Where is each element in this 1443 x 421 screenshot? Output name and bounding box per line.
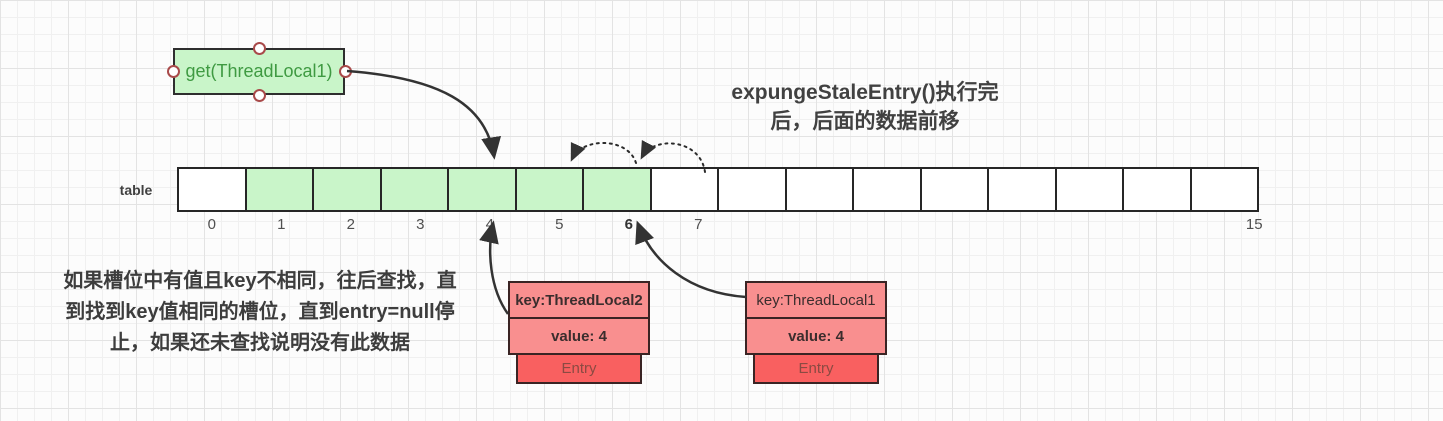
table-cell-5[interactable] <box>514 167 584 212</box>
note-search-rule-line3: 止，如果还未查找说明没有此数据 <box>110 332 410 354</box>
note-search-rule: 如果槽位中有值且key不相同，往后查找，直 到找到key值相同的槽位，直到ent… <box>30 266 490 359</box>
table-label: table <box>119 182 153 198</box>
cell-index-label-10 <box>872 216 942 233</box>
arrow-shift-6-to-5 <box>570 142 637 164</box>
cell-index-label-0: 0 <box>207 216 216 233</box>
table-cell-8[interactable] <box>717 167 787 212</box>
connector-dot-right[interactable] <box>338 65 352 78</box>
note-expunge-line2: 后，后面的数据前移 <box>770 110 960 133</box>
entry2-key-label: key:ThreadLocal2 <box>515 291 643 309</box>
table-cell-10[interactable] <box>852 167 922 212</box>
entry1-type-cell[interactable]: Entry <box>753 353 879 384</box>
entry2-type-cell[interactable]: Entry <box>516 353 642 384</box>
note-expunge-line1: expungeStaleEntry()执行完 <box>731 81 999 104</box>
arrow-entry2-to-cell4 <box>479 220 510 315</box>
get-threadlocal1-box[interactable]: get(ThreadLocal1) <box>173 48 345 95</box>
cell-index-label-7: 7 <box>694 216 703 233</box>
table-cell-12[interactable] <box>987 167 1057 212</box>
entry-box-threadlocal2[interactable]: key:ThreadLocal2 value: 4 Entry <box>508 281 650 384</box>
note-expunge: expungeStaleEntry()执行完 后，后面的数据前移 <box>640 78 1090 136</box>
cell-index-label-4: 4 <box>485 216 494 233</box>
connector-dot-top[interactable] <box>252 41 266 55</box>
table-cell-11[interactable] <box>919 167 989 212</box>
cell-index-label-1: 1 <box>277 216 286 233</box>
entry1-key-cell[interactable]: key:ThreadLocal1 <box>745 281 887 319</box>
table-cells <box>177 167 1259 212</box>
table-cell-6[interactable] <box>582 167 652 212</box>
table-cell-7[interactable] <box>649 167 719 212</box>
cell-index-label-3: 3 <box>416 216 425 233</box>
table-cell-3[interactable] <box>379 167 449 212</box>
table-cell-13[interactable] <box>1054 167 1124 212</box>
table-cell-1[interactable] <box>244 167 314 212</box>
cell-index-label-14 <box>1150 216 1220 233</box>
entry2-key-cell[interactable]: key:ThreadLocal2 <box>508 281 650 319</box>
cell-index-label-13 <box>1081 216 1151 233</box>
table-cell-15[interactable] <box>1189 167 1259 212</box>
arrow-get-to-cell4 <box>346 69 502 160</box>
cell-index-label-6: 6 <box>624 216 633 233</box>
cell-index-label-5: 5 <box>555 216 564 233</box>
get-box-label: get(ThreadLocal1) <box>185 61 333 81</box>
cell-index-label-12 <box>1011 216 1081 233</box>
arrow-entry1-to-cell6 <box>635 220 747 299</box>
cell-index-label-2: 2 <box>346 216 355 233</box>
table-cell-4[interactable] <box>447 167 517 212</box>
cell-index-label-11 <box>942 216 1012 233</box>
connector-dot-left[interactable] <box>166 65 180 78</box>
cell-index-label-9 <box>803 216 873 233</box>
connector-dot-bottom[interactable] <box>252 89 266 102</box>
entry2-value-label: value: 4 <box>551 327 607 345</box>
entry2-value-cell[interactable]: value: 4 <box>508 317 650 355</box>
entry1-type-label: Entry <box>798 360 834 377</box>
table-cell-9[interactable] <box>784 167 854 212</box>
table-cell-2[interactable] <box>312 167 382 212</box>
note-search-rule-line2: 到找到key值相同的槽位，直到entry=null停 <box>65 301 455 323</box>
cell-index-label-8 <box>733 216 803 233</box>
entry1-value-cell[interactable]: value: 4 <box>745 317 887 355</box>
cell-index-label-15: 15 <box>1245 216 1263 233</box>
entry-box-threadlocal1[interactable]: key:ThreadLocal1 value: 4 Entry <box>745 281 887 384</box>
entry1-key-label: key:ThreadLocal1 <box>756 291 876 309</box>
table-indices: 0 1 2 3 4 5 6 7 15 <box>177 216 1289 233</box>
entry2-type-label: Entry <box>561 360 597 377</box>
note-search-rule-line1: 如果槽位中有值且key不相同，往后查找，直 <box>63 270 457 292</box>
entry1-value-label: value: 4 <box>788 327 844 345</box>
table-cell-0[interactable] <box>177 167 247 212</box>
table-cell-14[interactable] <box>1122 167 1192 212</box>
